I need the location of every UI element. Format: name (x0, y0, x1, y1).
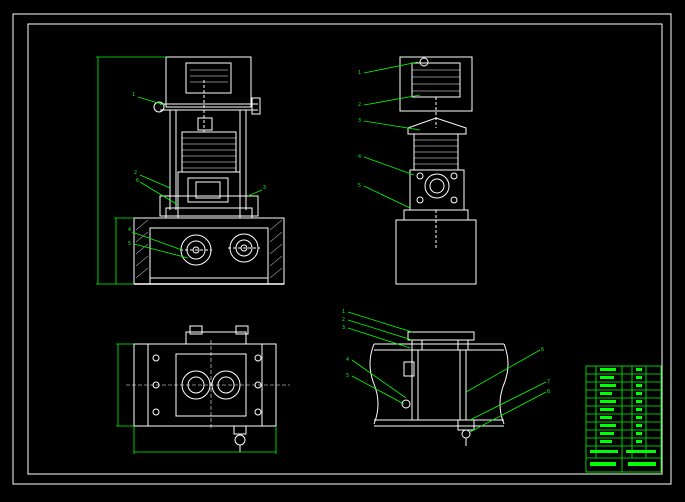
side-label-1: 1 (358, 70, 361, 76)
front-label-4: 4 (128, 227, 131, 233)
inner-frame (27, 23, 663, 475)
side-view (395, 56, 477, 285)
section-label-4: 4 (346, 357, 349, 363)
section-label-1: 1 (342, 309, 345, 315)
section-view (369, 331, 509, 446)
plan-view-dimensions (116, 343, 277, 454)
side-label-3: 3 (358, 118, 361, 124)
front-view-labels: 1 2 3 4 5 6 (128, 92, 266, 247)
side-view-labels: 1 2 3 4 5 (358, 70, 361, 189)
section-label-2: 2 (342, 317, 345, 323)
front-label-5: 5 (128, 241, 131, 247)
section-label-6: 6 (541, 347, 544, 353)
plan-view (126, 325, 290, 452)
side-label-2: 2 (358, 102, 361, 108)
outer-frame (12, 13, 672, 485)
front-label-6: 6 (136, 178, 139, 184)
side-view-leaders (363, 61, 421, 209)
section-view-labels: 1 2 3 4 5 6 7 8 (342, 309, 550, 395)
side-label-5: 5 (358, 183, 361, 189)
front-view (133, 56, 285, 285)
front-view-dimensions (96, 56, 263, 285)
side-label-4: 4 (358, 154, 361, 160)
title-block (585, 365, 662, 473)
front-label-3: 3 (263, 185, 266, 191)
section-view-leaders (347, 311, 547, 433)
section-label-5: 5 (346, 373, 349, 379)
front-label-1: 1 (132, 92, 135, 98)
front-label-2: 2 (134, 170, 137, 176)
section-label-3: 3 (342, 325, 345, 331)
section-label-8: 8 (547, 389, 550, 395)
section-label-7: 7 (547, 379, 550, 385)
